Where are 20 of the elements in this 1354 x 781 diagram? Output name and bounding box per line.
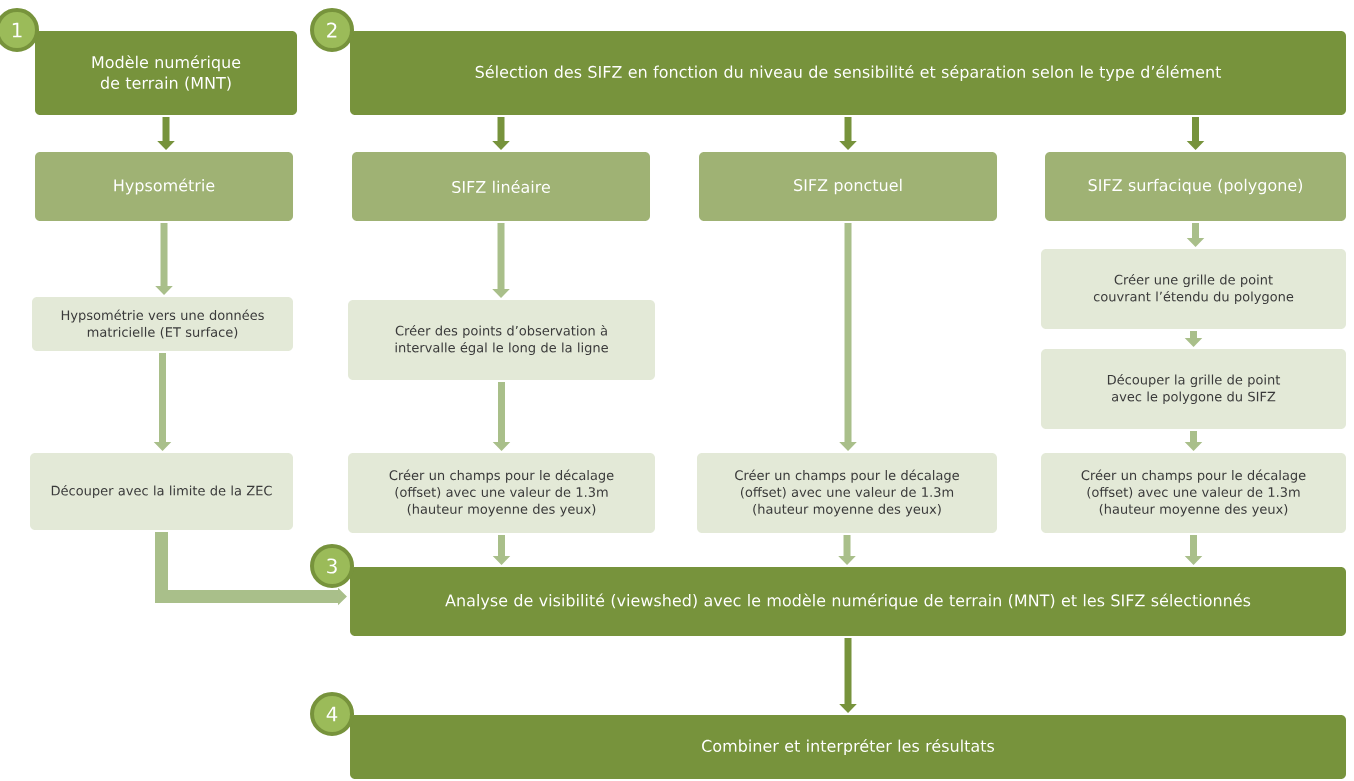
callout-number: 4 (310, 692, 354, 736)
step-box: Modèle numérique de terrain (MNT) (35, 31, 297, 115)
task-box: Créer un champs pour le décalage (offset) avec une valeur de 1.3m (hauteur moyenne des yeux) (348, 453, 655, 533)
category-box: SIFZ linéaire (352, 152, 650, 221)
step-box: Combiner et interpréter les résultats (350, 715, 1346, 779)
callout-number: 1 (0, 8, 39, 52)
task-box: Découper la grille de point avec le polygone du SIFZ (1041, 349, 1346, 429)
callout-number: 2 (310, 8, 354, 52)
category-box: SIFZ surfacique (polygone) (1045, 152, 1346, 221)
task-box: Hypsométrie vers une données matricielle (ET surface) (32, 297, 293, 351)
task-box: Créer un champs pour le décalage (offset) avec une valeur de 1.3m (hauteur moyenne des yeux) (1041, 453, 1346, 533)
step-box: Sélection des SIFZ en fonction du niveau de sensibilité et séparation selon le type d’élément (350, 31, 1346, 115)
task-box: Créer des points d’observation à intervalle égal le long de la ligne (348, 300, 655, 380)
task-box: Découper avec la limite de la ZEC (30, 453, 293, 530)
task-box: Créer une grille de point couvrant l’étendu du polygone (1041, 249, 1346, 329)
callout-number: 3 (310, 544, 354, 588)
category-box: SIFZ ponctuel (699, 152, 997, 221)
category-box: Hypsométrie (35, 152, 293, 221)
step-box: Analyse de visibilité (viewshed) avec le modèle numérique de terrain (MNT) et les SIFZ sélectionnés (350, 567, 1346, 636)
task-box: Créer un champs pour le décalage (offset) avec une valeur de 1.3m (hauteur moyenne des yeux) (697, 453, 997, 533)
